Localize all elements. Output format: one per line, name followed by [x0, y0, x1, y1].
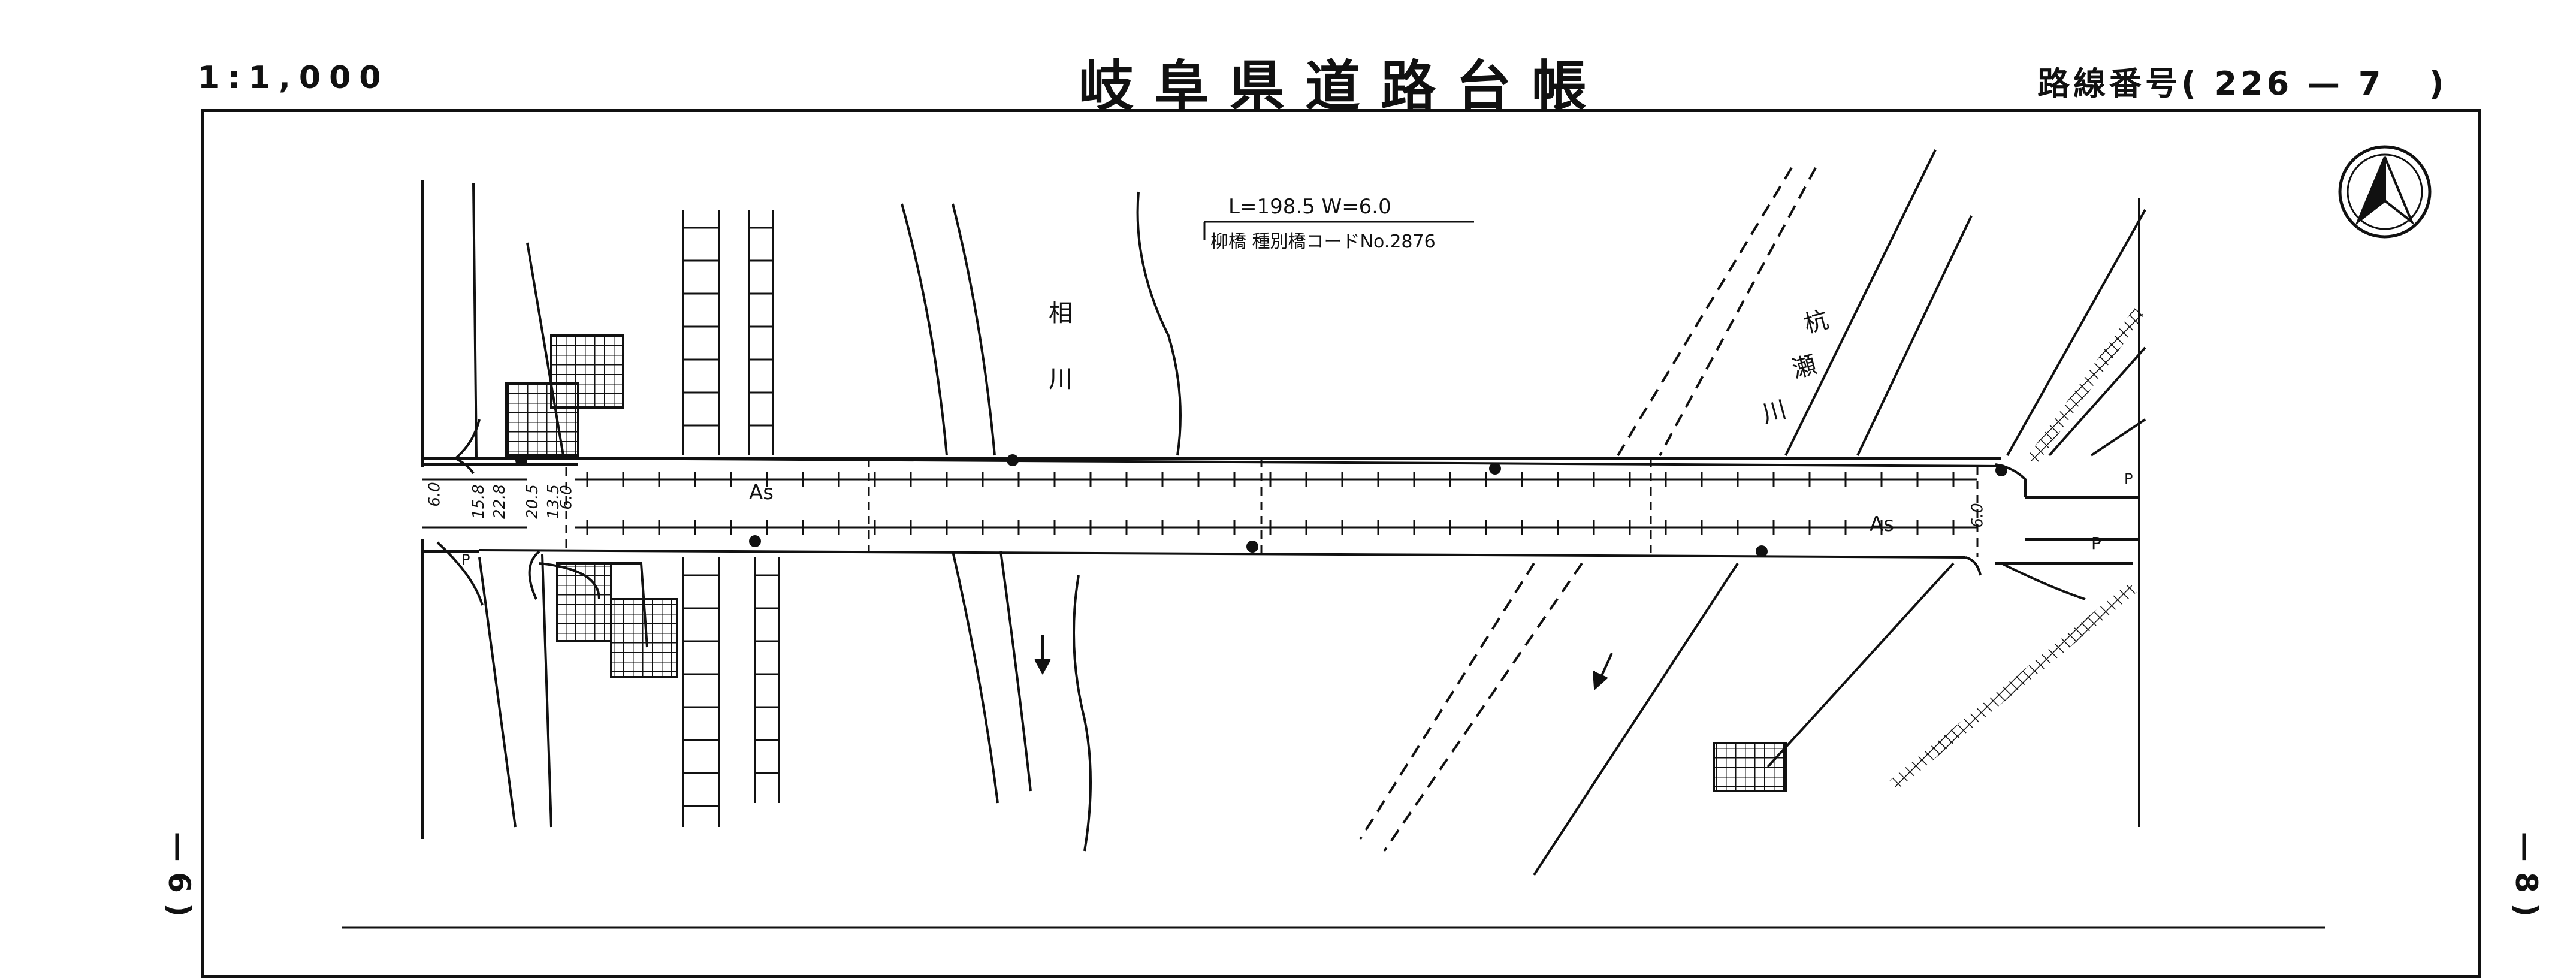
pole-markers [515, 454, 2007, 557]
page-title: 岐阜県道路台帳 [1079, 55, 1608, 119]
route-number-value: 226 — 7 [2214, 65, 2385, 102]
map-scale: 1:1,000 [198, 60, 389, 96]
ai-river-char-1: 相 [1049, 300, 1073, 327]
parking-label-upper: P [2124, 470, 2133, 487]
kuise-embankment [1359, 167, 1817, 852]
route-close-paren: ) [2429, 65, 2448, 102]
left-streets [421, 180, 648, 839]
building-blocks [505, 334, 1787, 792]
section-dividers [565, 458, 1979, 557]
flow-arrow-icon [1034, 635, 1613, 691]
parking-label-curve: P [461, 551, 470, 568]
ai-river-char-2: 川 [1049, 366, 1073, 393]
parking-label-lower: P [2091, 533, 2101, 553]
dim-label-4: 20.5 [523, 484, 542, 519]
right-slopes [1889, 198, 2145, 827]
road-outer-edges [422, 457, 2139, 576]
dim-label-2: 15.8 [469, 484, 488, 519]
road-map-drawing [342, 145, 2432, 929]
bridge-name: 柳橋 種別橋コードNo.2876 [1210, 231, 1436, 252]
surface-label-left: As [749, 481, 774, 505]
rail-lines-left [682, 210, 780, 827]
dim-label-6: 6.0 [557, 485, 576, 510]
north-arrow-icon [2338, 145, 2432, 239]
kuise-banks [1533, 149, 2146, 876]
ai-river-banks [901, 191, 1182, 852]
route-label-text: 路線番号 [2037, 65, 2181, 102]
bridge-dimensions: L=198.5 W=6.0 [1228, 195, 1391, 219]
dim-label-3: 22.8 [490, 484, 509, 519]
road-width-right: 6.0 [1968, 503, 1987, 528]
lane-ticks [586, 227, 1955, 807]
route-number-label: 路線番号( 226 — 7 ) [2037, 57, 2448, 104]
route-open-paren: ( [2181, 65, 2200, 102]
surface-label-right: As [1870, 512, 1894, 536]
dim-label-1: 6.0 [425, 482, 444, 507]
lane-line-upper [422, 478, 1977, 529]
